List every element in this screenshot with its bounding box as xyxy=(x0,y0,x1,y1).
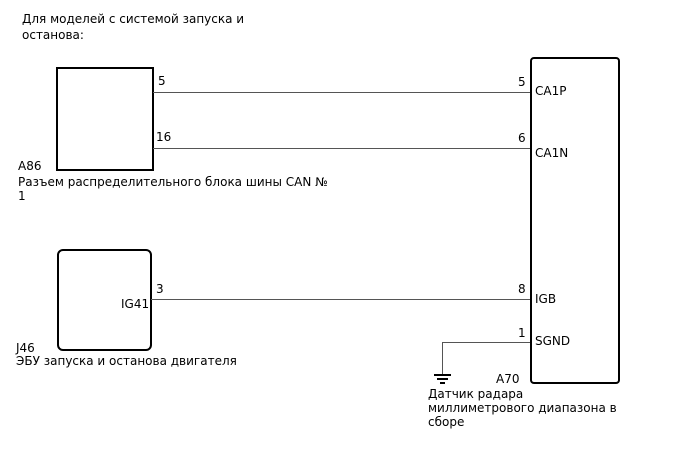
wire-ca1p xyxy=(153,92,531,93)
a86-pin-5: 5 xyxy=(158,74,166,88)
j46-name: ЭБУ запуска и останова двигателя xyxy=(16,354,237,368)
j46-ecu-box xyxy=(57,249,152,351)
a70-name-line-3: сборе xyxy=(428,415,465,429)
wire-igb xyxy=(151,299,531,300)
a70-terminal-sgnd: SGND xyxy=(535,334,571,348)
wire-sgnd xyxy=(442,342,531,343)
a86-name-line-2: 1 xyxy=(18,189,26,203)
ground-icon-line-3 xyxy=(440,382,445,384)
a70-pin-6: 6 xyxy=(518,131,526,145)
a70-code: A70 xyxy=(496,372,520,386)
a86-connector-box xyxy=(56,67,154,171)
note-line-1: Для моделей с системой запуска и xyxy=(22,12,245,26)
a70-sensor-box xyxy=(530,57,620,384)
note-line-2: останова: xyxy=(22,28,84,42)
a70-name-line-2: миллиметрового диапазона в xyxy=(428,401,617,415)
a70-pin-5: 5 xyxy=(518,75,526,89)
ground-wire-vertical xyxy=(442,342,443,375)
j46-terminal-ig41: IG41 xyxy=(121,297,150,311)
ground-icon xyxy=(434,374,451,376)
a70-terminal-ca1n: CA1N xyxy=(535,146,569,160)
a86-pin-16: 16 xyxy=(156,130,172,144)
a70-pin-1: 1 xyxy=(518,326,526,340)
a86-code: A86 xyxy=(18,159,42,173)
j46-pin-3: 3 xyxy=(156,282,164,296)
ground-icon-line-2 xyxy=(437,378,448,380)
wire-ca1n xyxy=(153,148,531,149)
a70-terminal-ca1p: CA1P xyxy=(535,84,567,98)
a70-pin-8: 8 xyxy=(518,282,526,296)
a70-name-line-1: Датчик радара xyxy=(428,387,524,401)
j46-code: J46 xyxy=(16,341,35,355)
a86-name-line-1: Разъем распределительного блока шины CAN… xyxy=(18,175,328,189)
a70-terminal-igb: IGB xyxy=(535,292,557,306)
